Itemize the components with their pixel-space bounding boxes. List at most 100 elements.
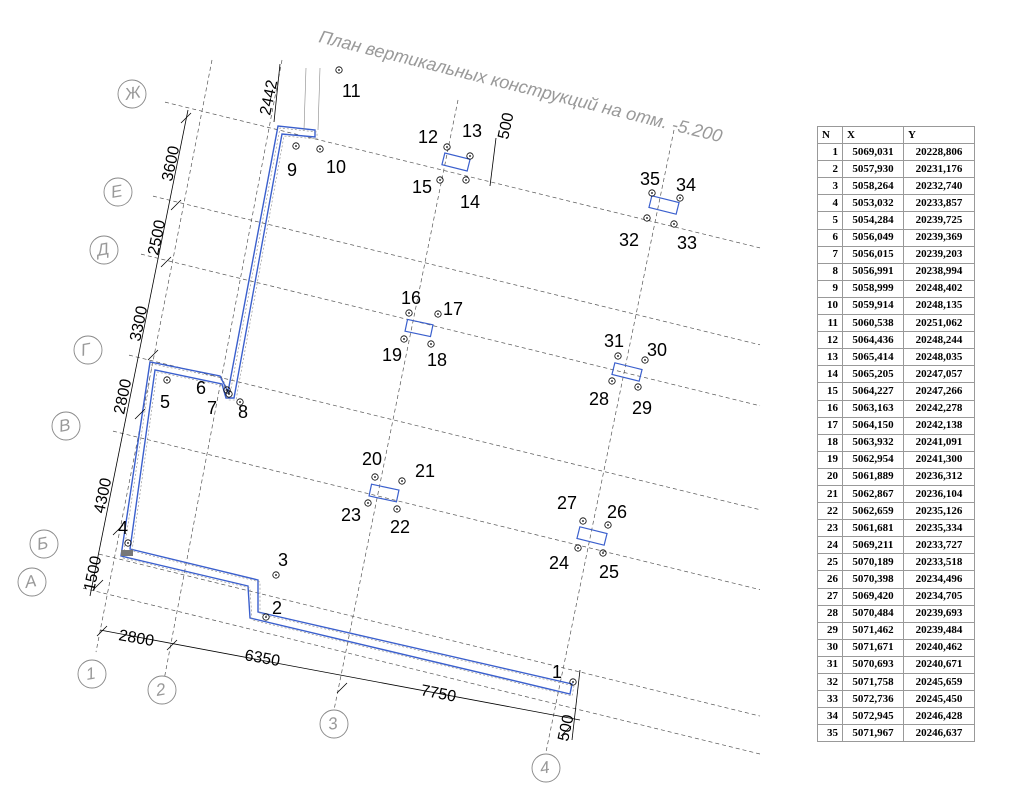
dim-label-left: 1500 [81,554,105,592]
table-cell-n: 6 [817,228,843,247]
dim-line-left [89,109,189,597]
grid-line-letter [140,253,761,407]
survey-point: 35 [640,169,660,197]
grid-line-letter [128,354,761,511]
point-label: 1 [552,662,562,682]
axis-bubble-letter [103,177,133,207]
point-center-icon [367,502,369,504]
point-marker-icon [225,390,233,398]
table-cell-y: 20234,705 [903,587,975,606]
point-marker-icon [579,517,587,525]
point-label: 19 [382,345,402,365]
table-cell-y: 20246,428 [903,707,975,726]
table-cell-x: 5058,264 [842,177,904,196]
table-cell-y: 20247,266 [903,382,975,401]
table-cell-y: 20235,334 [903,519,975,538]
dim-label-left: 3600 [159,144,183,182]
table-cell-n: 33 [817,690,843,709]
column-outline [648,195,680,215]
header-n: N [817,125,843,145]
point-center-icon [166,379,168,381]
survey-point: 23 [341,499,372,525]
point-marker-icon [676,194,684,202]
table-cell-x: 5057,930 [842,160,904,179]
point-marker-icon [272,571,280,579]
point-marker-icon [599,549,607,557]
point-marker-icon [462,176,470,184]
point-center-icon [644,359,646,361]
table-cell-n: 21 [817,484,843,504]
header-x: X [842,125,904,145]
table-cell-n: 9 [817,279,843,298]
survey-point: 21 [398,461,435,485]
point-label: 11 [342,81,361,101]
point-center-icon [408,312,410,314]
survey-point: 27 [557,493,587,525]
survey-point: 26 [604,502,627,529]
table-cell-n: 35 [817,724,843,743]
table-cell-x: 5054,284 [842,211,904,230]
table-cell-y: 20245,659 [903,672,975,692]
point-marker-icon [262,613,270,621]
dim-label-bottom: 2800 [117,627,155,650]
table-cell-x: 5070,484 [842,604,904,623]
table-cell-y: 20239,693 [903,604,975,623]
survey-point: 32 [619,214,651,250]
axis-bubble-letter [73,335,103,365]
point-label: 23 [341,505,361,525]
table-cell-x: 5060,538 [842,314,904,333]
point-marker-icon [436,176,444,184]
table-cell-n: 27 [817,587,843,606]
dim-line-top [273,63,281,123]
table-cell-y: 20241,091 [903,433,975,452]
point-label: 20 [362,449,382,469]
point-marker-icon [316,145,324,153]
grid-line-number [545,129,675,753]
axis-bubble-number [147,675,177,705]
grid-line-letter [98,553,761,717]
table-cell-n: 19 [817,450,843,469]
table-cell-n: 11 [817,314,843,333]
point-center-icon [679,197,681,199]
point-marker-icon [124,539,132,547]
axis-bubble-number [77,659,107,689]
table-cell-n: 4 [817,194,843,213]
axis-number-label: 2 [153,679,167,700]
table-cell-y: 20228,806 [903,143,975,162]
table-cell-x: 5071,671 [842,638,904,657]
table-cell-n: 12 [817,331,843,350]
survey-point: 3 [272,550,288,579]
table-cell-x: 5070,693 [842,655,904,675]
point-marker-icon [335,66,343,74]
point-label: 29 [632,398,652,418]
point-center-icon [295,145,297,147]
table-cell-y: 20239,484 [903,621,975,640]
table-cell-n: 28 [817,604,843,623]
point-marker-icon [163,376,171,384]
point-marker-icon [371,473,379,481]
dim-tick [147,349,159,361]
table-cell-y: 20238,994 [903,262,975,281]
survey-point: 28 [589,377,616,409]
table-cell-x: 5063,163 [842,399,904,418]
column-outline [611,362,643,382]
point-marker-icon [434,310,442,318]
table-cell-x: 5064,227 [842,382,904,401]
survey-point: 22 [390,505,410,537]
point-center-icon [430,343,432,345]
survey-point: 16 [401,288,421,317]
point-center-icon [572,681,574,683]
dim-tick [336,682,348,694]
survey-point: 18 [427,340,447,370]
dim-tick [160,256,172,268]
dim-label-left: 3300 [127,304,151,342]
survey-point: 5 [160,376,171,412]
point-center-icon [403,338,405,340]
point-center-icon [651,192,653,194]
